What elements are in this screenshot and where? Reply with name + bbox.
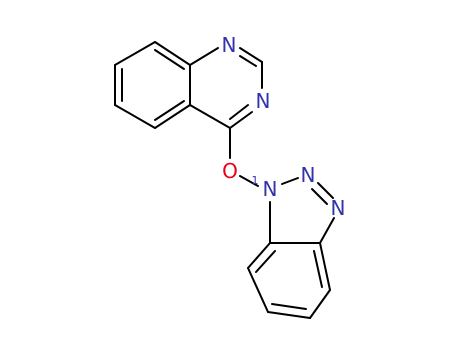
bond-n2-n3-inner xyxy=(311,188,328,205)
bond-c4-c8a xyxy=(189,104,231,129)
bond-c4a-n1 xyxy=(189,47,219,66)
bond-c4-c3a xyxy=(319,242,331,291)
bond-c7-c8 xyxy=(114,104,156,129)
bond-c7a-c7 xyxy=(247,242,271,269)
bond-c4-c3a-inner xyxy=(313,250,323,288)
bond-c7-c6 xyxy=(247,267,269,313)
bond-n3-c4 xyxy=(229,111,253,129)
bond-c5-c4 xyxy=(309,289,331,319)
bond-c6-c5-inner xyxy=(271,303,307,310)
atom-label-quinazoline-n1: N xyxy=(222,33,237,57)
bond-c6-c5 xyxy=(267,311,311,319)
bond-c8-c8a xyxy=(154,104,191,129)
bond-n3-c4-inner xyxy=(229,104,249,120)
atom-label-quinazoline-n3: N xyxy=(256,89,271,113)
bond-n2-n3 xyxy=(317,182,334,199)
bond-n3-c3a xyxy=(319,217,335,244)
atom-label-triazole-n2: N xyxy=(301,163,316,187)
bond-o-n1 xyxy=(239,175,259,187)
bond-n1-c2-inner xyxy=(239,55,257,67)
bond-layer xyxy=(114,41,335,319)
bond-c5-c6 xyxy=(114,41,156,66)
bond-n1-n2 xyxy=(281,177,299,185)
bond-c4a-c5-inner xyxy=(154,49,185,70)
bond-c8-c8a-inner xyxy=(154,100,185,121)
bond-c7a-c7-inner xyxy=(255,250,276,273)
atom-locant-triazole-n1: 1 xyxy=(252,174,259,187)
atom-label-ether-oxygen: O xyxy=(222,159,238,183)
bond-n1-c2 xyxy=(239,47,263,63)
bond-c4a-c5 xyxy=(154,41,191,66)
atom-label-layer: N N O N 1 N N xyxy=(222,33,346,220)
atom-label-triazole-n1: N xyxy=(263,177,278,201)
atom-label-triazole-n3: N xyxy=(331,196,346,220)
